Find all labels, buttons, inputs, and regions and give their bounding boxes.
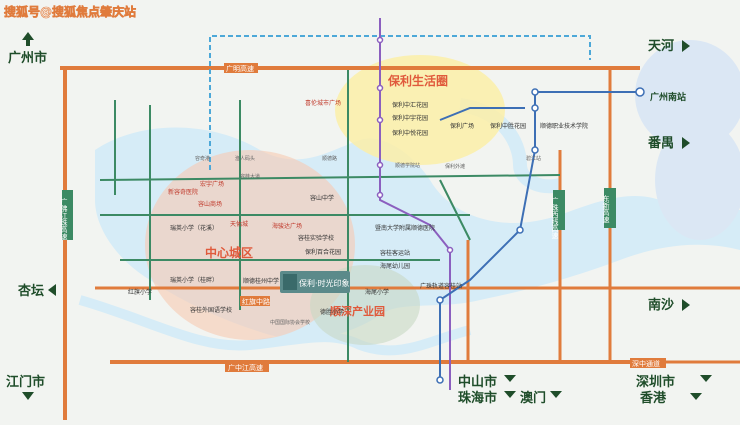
hwy-badge bbox=[62, 190, 73, 240]
hwy-badge bbox=[604, 188, 616, 228]
orange-roads bbox=[60, 66, 740, 420]
arrow-down-zhongshan bbox=[504, 375, 516, 382]
poi-poly-foreign: 保利外滩 bbox=[445, 163, 465, 170]
road-hongqi: 红旗中路 bbox=[242, 297, 270, 306]
arrow-down-shenzhen bbox=[700, 375, 712, 382]
arrow-up-guangzhou bbox=[22, 32, 34, 40]
poi-ronggui-road: 容桂大道 bbox=[240, 173, 260, 180]
poi-poly-zhongsheng: 保利中胜花园 bbox=[490, 122, 526, 130]
hwy-guangzhongjiang: 广中江高速 bbox=[228, 363, 263, 372]
poi-hospital: 新容奇医院 bbox=[168, 188, 198, 196]
project-name[interactable]: 保利·时光印象 bbox=[299, 278, 350, 288]
project-icon bbox=[283, 274, 297, 290]
region-shenzhen: 深圳市 bbox=[636, 374, 675, 390]
arrow-right-panyu bbox=[682, 137, 690, 149]
direction-arrows bbox=[22, 32, 712, 400]
region-nansha: 南沙 bbox=[648, 297, 674, 313]
poi-poly-plaza: 保利广场 bbox=[450, 122, 474, 130]
arrow-right-tianhe bbox=[682, 40, 690, 52]
poi-haixin: 海骏达广场 bbox=[272, 222, 302, 230]
hwy-guangming-top: 广明高速 bbox=[226, 64, 254, 73]
region-zhongshan: 中山市 bbox=[458, 374, 497, 390]
metro-line-purple bbox=[379, 18, 451, 390]
purple-stations bbox=[376, 36, 454, 254]
poi-guizhou-middle: 顺德桂州中学 bbox=[243, 277, 279, 285]
hwy-badge bbox=[240, 296, 270, 306]
watermark: 搜狐号@搜狐焦点肇庆站 bbox=[4, 4, 136, 19]
poi-haiwei-kg: 海尾幼儿园 bbox=[380, 262, 410, 270]
arrow-down-hongkong bbox=[690, 393, 702, 400]
poi-haiwei-primary: 海尾小学 bbox=[365, 288, 389, 296]
region-tianhe: 天河 bbox=[648, 38, 674, 54]
region-zhuhai: 珠海市 bbox=[458, 390, 497, 406]
hwy-badge bbox=[630, 358, 666, 368]
poi-poly-zhongyu: 保利中宇花园 bbox=[392, 114, 428, 122]
hwy-badge bbox=[225, 362, 269, 372]
poi-rongguishi: 容桂实验学校 bbox=[298, 234, 334, 242]
metro-line-cyan bbox=[209, 35, 591, 170]
poi-hongyu: 宏宇广场 bbox=[200, 180, 224, 188]
poi-vocational: 顺德职业技术学院 bbox=[540, 122, 588, 130]
arrow-left-xingtan bbox=[48, 284, 56, 296]
poi-guangzhu-ronggui: 广珠轨道容桂站 bbox=[420, 282, 462, 290]
arrow-right-nansha bbox=[682, 299, 690, 311]
poi-jinan: 暨南大学附属顺德医院 bbox=[375, 224, 435, 232]
region-guangzhou: 广州市 bbox=[8, 50, 47, 66]
metro-stations bbox=[436, 87, 645, 384]
poi-yuren: 渔人码头 bbox=[235, 155, 255, 162]
poi-tianyou: 天佑城 bbox=[230, 220, 248, 228]
poi-rongshan-plaza: 容山商场 bbox=[198, 200, 222, 208]
hwy-shenzhong: 深中通道 bbox=[632, 359, 660, 368]
poi-ronggui-gym: 容桂客运站 bbox=[380, 249, 410, 257]
region-xingtan: 杏坛 bbox=[18, 283, 44, 299]
poi-hongqi-primary: 红旗小学 bbox=[128, 288, 152, 296]
green-roads bbox=[99, 70, 561, 362]
zone-industry-park: 顺深产业园 bbox=[330, 304, 385, 318]
poi-ruiyuan-b: 瑞英小学（桂畔） bbox=[170, 276, 218, 284]
hwy-guangfo-jiangzhu: 广佛江珠高速 bbox=[60, 197, 68, 241]
poi-ronggui-foreign: 容桂外国语学校 bbox=[190, 306, 232, 314]
zone-poly-life: 保利生活圈 bbox=[387, 73, 448, 88]
poi-poly-zhonghui: 保利中汇花园 bbox=[392, 101, 428, 109]
arrow-down-macau bbox=[550, 391, 562, 398]
poi-college: 顺德学院站 bbox=[395, 162, 420, 169]
hwy-badge bbox=[553, 190, 565, 230]
region-panyu: 番禺 bbox=[647, 135, 674, 151]
poi-bijiang: 碧江站 bbox=[526, 155, 541, 162]
arrow-stem-up bbox=[26, 40, 30, 46]
poly-life-zone bbox=[335, 55, 505, 165]
guangzhou-south-cloud-2 bbox=[655, 120, 740, 240]
poi-zhongfang: 中国国际协会学校 bbox=[270, 319, 310, 326]
river-lower bbox=[78, 295, 472, 356]
arrow-down-zhuhai bbox=[504, 391, 516, 398]
hwy-guangzhu-west: 广珠西线高速 bbox=[551, 196, 559, 240]
poi-poly-baihe: 保利百合花园 bbox=[305, 248, 341, 256]
project-marker[interactable] bbox=[280, 271, 350, 293]
poi-shunde-road: 顺德路 bbox=[322, 155, 337, 162]
hwy-badge bbox=[224, 63, 258, 73]
hwy-dongxin: 东新高速 bbox=[602, 194, 610, 224]
region-jiangmen: 江门市 bbox=[6, 374, 45, 390]
poi-dewei-primary: 德胜小学 bbox=[320, 308, 344, 316]
poi-ruiyuan-a: 瑞英小学（花溪） bbox=[170, 224, 218, 232]
guangzhou-south-cloud bbox=[635, 40, 740, 150]
zone-central-city: 中心城区 bbox=[205, 245, 253, 260]
station-guangzhou-south: 广州南站 bbox=[650, 91, 686, 103]
region-hongkong: 香港 bbox=[639, 390, 667, 406]
poi-rongshan-middle: 容山中学 bbox=[310, 194, 334, 202]
arrow-down-jiangmen bbox=[22, 392, 34, 400]
poi-ronggui-port: 容奇港 bbox=[195, 155, 210, 162]
metro-line-blue-2 bbox=[439, 107, 525, 121]
poi-poly-zhongyou: 保利中悦花园 bbox=[392, 129, 428, 137]
region-macau: 澳门 bbox=[520, 390, 546, 406]
poi-meidi: 喜伦城市广场 bbox=[305, 99, 341, 107]
